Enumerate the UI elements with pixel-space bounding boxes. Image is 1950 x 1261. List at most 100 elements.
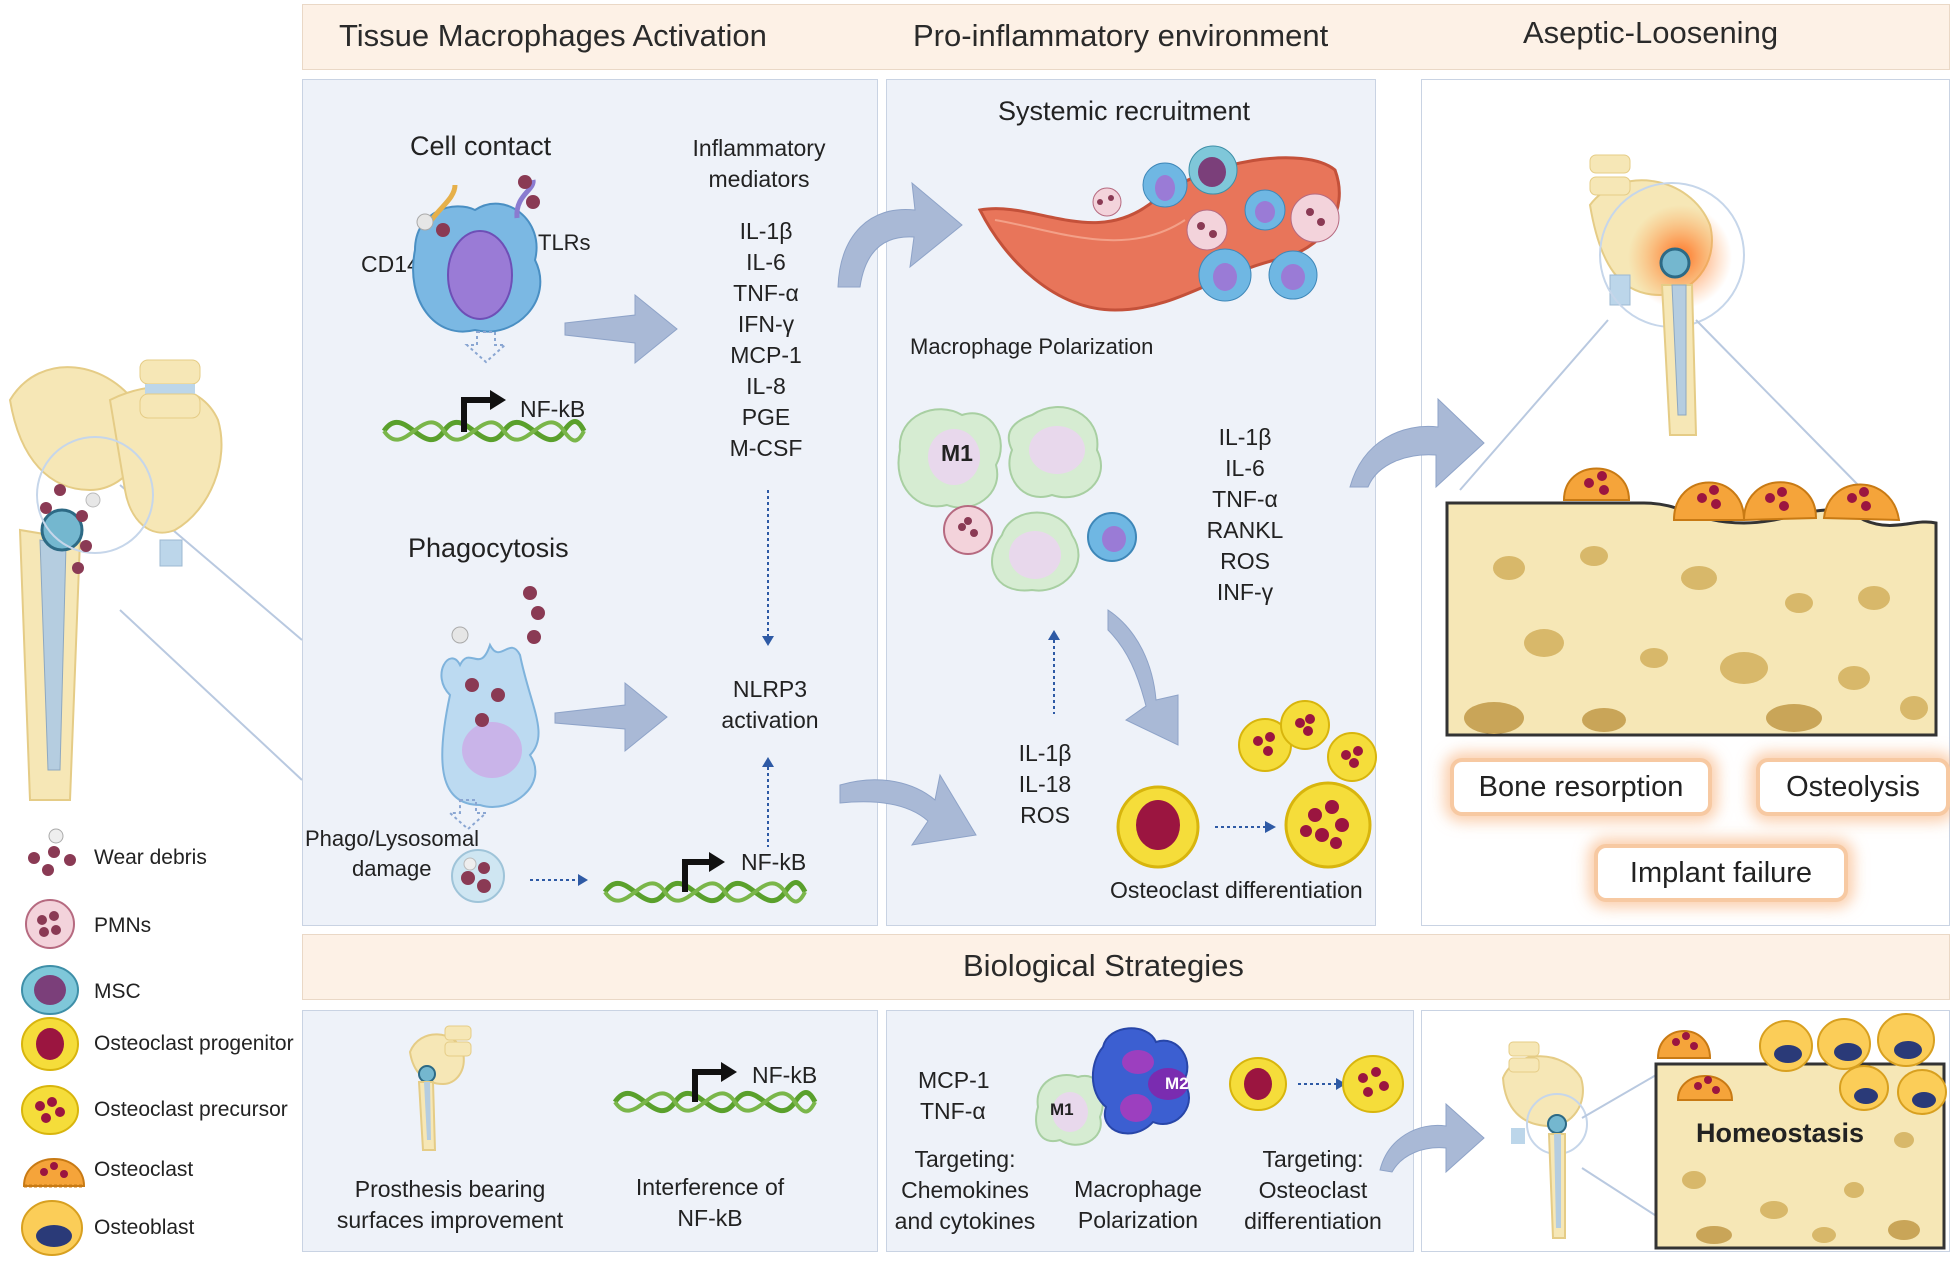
legend-label: MSC xyxy=(94,980,141,1003)
legend-wear-debris: Wear debris xyxy=(20,828,310,886)
cytokine-list: IL-1β IL-6 TNF-α RANKL ROS INF-γ xyxy=(1195,422,1295,608)
label-m1-strategy: M1 xyxy=(1050,1100,1074,1119)
zoom-lines-aseptic xyxy=(1459,319,1864,491)
curved-arrow-to-osteoclast xyxy=(1107,609,1179,746)
legend-label: PMNs xyxy=(94,914,152,937)
label-prosthesis-1: Prosthesis bearing xyxy=(354,1176,546,1202)
bone-resorption-illustration xyxy=(1445,467,1938,737)
label-targeting1-3: and cytokines xyxy=(894,1208,1036,1234)
label-polarization-1: Macrophage xyxy=(1074,1176,1202,1202)
legend-pmns: PMNs xyxy=(20,898,310,954)
phagolysosome-icon xyxy=(451,849,505,903)
il-item: IL-18 xyxy=(1018,771,1072,797)
curved-arrow-to-systemic xyxy=(837,181,963,288)
dna-helix-strategy-icon xyxy=(612,1062,818,1114)
mediator-item: M-CSF xyxy=(729,435,803,461)
legend-osteoclast-precursor: Osteoclast precursor xyxy=(20,1082,310,1138)
cytokine-item: RANKL xyxy=(1206,517,1284,543)
label-cd14: CD14 xyxy=(361,251,420,277)
label-inflammatory-mediators-1: Inflammatory xyxy=(692,135,826,161)
label-interference-1: Interference of xyxy=(635,1174,785,1200)
cytokine-item: INF-γ xyxy=(1216,579,1274,605)
label-m1: M1 xyxy=(941,440,973,466)
cytokine-item: ROS xyxy=(1220,548,1270,574)
legend-label: Osteoblast xyxy=(94,1216,195,1239)
label-targeting1-2: Chemokines xyxy=(901,1177,1029,1203)
label-tlrs: TLRs xyxy=(538,230,591,255)
osteoclast-progenitor-icon xyxy=(21,1017,79,1071)
dotted-arrow-nfkb-nlrp3 xyxy=(762,757,774,847)
label-homeostasis: Homeostasis xyxy=(1696,1118,1865,1148)
dna-helix-top-icon xyxy=(381,390,587,443)
label-nfkb-strategy: NF-kB xyxy=(752,1062,818,1088)
legend-label: Osteoclast progenitor xyxy=(94,1032,294,1055)
header-pro-inflammatory: Pro-inflammatory environment xyxy=(913,18,1329,53)
arrow-phago-to-nlrp3 xyxy=(554,681,668,753)
msc-icon xyxy=(21,965,79,1015)
header-bar-bottom: Biological Strategies xyxy=(302,934,1950,1000)
label-systemic-recruitment: Systemic recruitment xyxy=(998,96,1251,126)
label-prosthesis-2: surfaces improvement xyxy=(336,1207,564,1233)
homeostasis-bone-illustration xyxy=(1654,1013,1947,1250)
wear-debris-icon xyxy=(28,828,76,876)
il-item: ROS xyxy=(1020,802,1070,828)
hip-inflamed-icon xyxy=(1588,154,1745,436)
label-targeting2-3: differentiation xyxy=(1244,1208,1382,1234)
il-item: IL-1β xyxy=(1018,740,1072,766)
label-cell-contact: Cell contact xyxy=(410,131,552,161)
label-targeting2-1: Targeting: xyxy=(1262,1146,1364,1172)
label-nlrp3: NLRP3 xyxy=(732,676,808,702)
legend-osteoclast: Osteoclast xyxy=(20,1142,310,1198)
curved-arrow-to-aseptic xyxy=(1349,397,1485,489)
label-polarization-2: Polarization xyxy=(1077,1207,1199,1233)
mediator-item: IL-6 xyxy=(746,249,786,275)
header-tissue-macrophages: Tissue Macrophages Activation xyxy=(339,18,767,53)
label-phagocytosis: Phagocytosis xyxy=(408,533,569,563)
il-list: IL-1β IL-18 ROS xyxy=(1000,738,1090,831)
label-osteoclast-differentiation: Osteoclast differentiation xyxy=(1110,877,1363,903)
legend-osteoblast: Osteoblast xyxy=(20,1200,310,1256)
label-targeting1-1: Targeting: xyxy=(914,1146,1016,1172)
m1-m2-macrophage-icon xyxy=(1035,1027,1190,1146)
mediator-item: MCP-1 xyxy=(730,342,802,368)
dotted-arrow-mediators-nlrp3 xyxy=(762,490,774,646)
dotted-arrow-il-to-cluster xyxy=(1048,630,1060,714)
osteoclast-differentiation-icon xyxy=(1116,700,1377,869)
header-biological-strategies: Biological Strategies xyxy=(963,948,1244,983)
curved-arrow-to-il-list xyxy=(839,773,977,846)
panel-tissue-macrophages xyxy=(302,79,878,926)
legend-label: Osteoclast precursor xyxy=(94,1098,288,1121)
cytokine-item: IL-6 xyxy=(1225,455,1265,481)
mediator-item: IL-1β xyxy=(739,218,793,244)
cytokine-item: TNF-α xyxy=(1212,486,1278,512)
macrophage-phagocytosis-icon xyxy=(440,586,545,831)
label-inflammatory-mediators-2: mediators xyxy=(708,166,810,192)
label-targeting2-2: Osteoclast xyxy=(1258,1177,1368,1203)
label-mcp1: MCP-1 xyxy=(918,1067,990,1093)
tag-bone-resorption: Bone resorption xyxy=(1450,758,1712,816)
label-tnfa: TNF-α xyxy=(920,1098,986,1124)
macrophage-cell-contact-icon xyxy=(412,175,542,364)
hip-implant-illustration xyxy=(8,359,303,801)
hip-prosthesis-small-icon xyxy=(408,1025,472,1151)
label-m2-strategy: M2 xyxy=(1165,1074,1189,1093)
mediator-item: PGE xyxy=(741,404,791,430)
label-interference-2: NF-kB xyxy=(677,1205,743,1231)
osteoclast-icon xyxy=(22,1158,86,1188)
arrow-cell-to-mediators xyxy=(564,293,678,365)
dna-helix-bottom-icon xyxy=(602,852,808,904)
tag-osteolysis: Osteolysis xyxy=(1756,758,1950,816)
label-macrophage-polarization: Macrophage Polarization xyxy=(910,334,1154,359)
label-nlrp3-activation: activation xyxy=(721,707,819,733)
mediator-item: IFN-γ xyxy=(737,311,795,337)
legend-label: Osteoclast xyxy=(94,1158,194,1181)
mediator-list: IL-1β IL-6 TNF-α IFN-γ MCP-1 IL-8 PGE M-… xyxy=(706,216,826,464)
label-nfkb-bottom: NF-kB xyxy=(741,849,807,875)
legend-msc: MSC xyxy=(20,964,310,1020)
pmn-icon xyxy=(25,899,75,949)
label-nfkb-top: NF-kB xyxy=(520,396,586,422)
blood-vessel-icon xyxy=(977,145,1341,312)
m1-macrophage-cluster-icon xyxy=(897,406,1137,592)
label-damage: damage xyxy=(352,856,432,881)
cytokine-item: IL-1β xyxy=(1218,424,1272,450)
